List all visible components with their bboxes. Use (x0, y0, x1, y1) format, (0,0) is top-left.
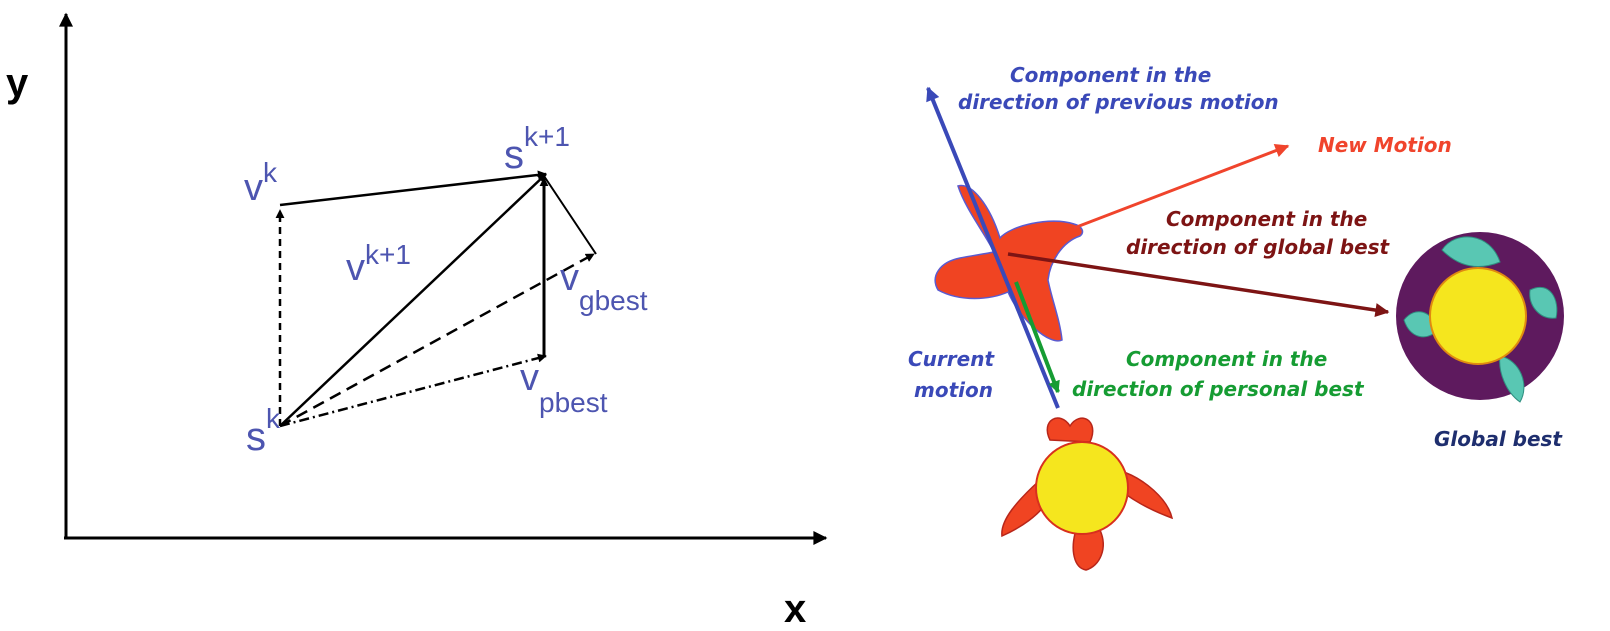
label-vgbest: vgbest (560, 257, 648, 316)
vector-vk1 (279, 173, 547, 427)
y-axis-label: y (6, 61, 29, 105)
label-previous-motion: Component in the direction of previous m… (958, 63, 1279, 114)
label-new-motion: New Motion (1318, 133, 1452, 157)
left-vector-diagram: y x vk sk+1 vk+1 vgbest vpbest sk (6, 12, 828, 631)
label-sk1: sk+1 (504, 121, 570, 177)
arrow-personal-component (1014, 281, 1060, 394)
label-sk: sk (246, 403, 281, 459)
vector-vgbest (279, 252, 595, 428)
label-vpbest: vpbest (520, 357, 608, 418)
label-personal-component: Component in the direction of personal b… (1072, 347, 1365, 401)
x-axis-label: x (784, 587, 806, 631)
label-vk: vk (244, 157, 278, 209)
label-global-component: Component in the direction of global bes… (1126, 207, 1391, 259)
vector-vk-shifted (279, 170, 547, 207)
label-current-motion: Current motion (908, 347, 1001, 402)
bird-lower-icon (1001, 417, 1174, 571)
label-vk1: vk+1 (346, 239, 411, 289)
global-best-icon (1396, 232, 1564, 403)
right-bird-diagram: Component in the direction of previous m… (908, 63, 1564, 571)
bird-main-icon (934, 184, 1084, 342)
vector-sk1-gbest (543, 175, 597, 255)
vector-vpbest (279, 353, 547, 428)
arrow-previous-motion (926, 86, 1060, 409)
arrow-new-motion (1073, 143, 1290, 230)
arrow-global-component (1007, 252, 1390, 318)
label-global-best: Global best (1434, 427, 1563, 451)
